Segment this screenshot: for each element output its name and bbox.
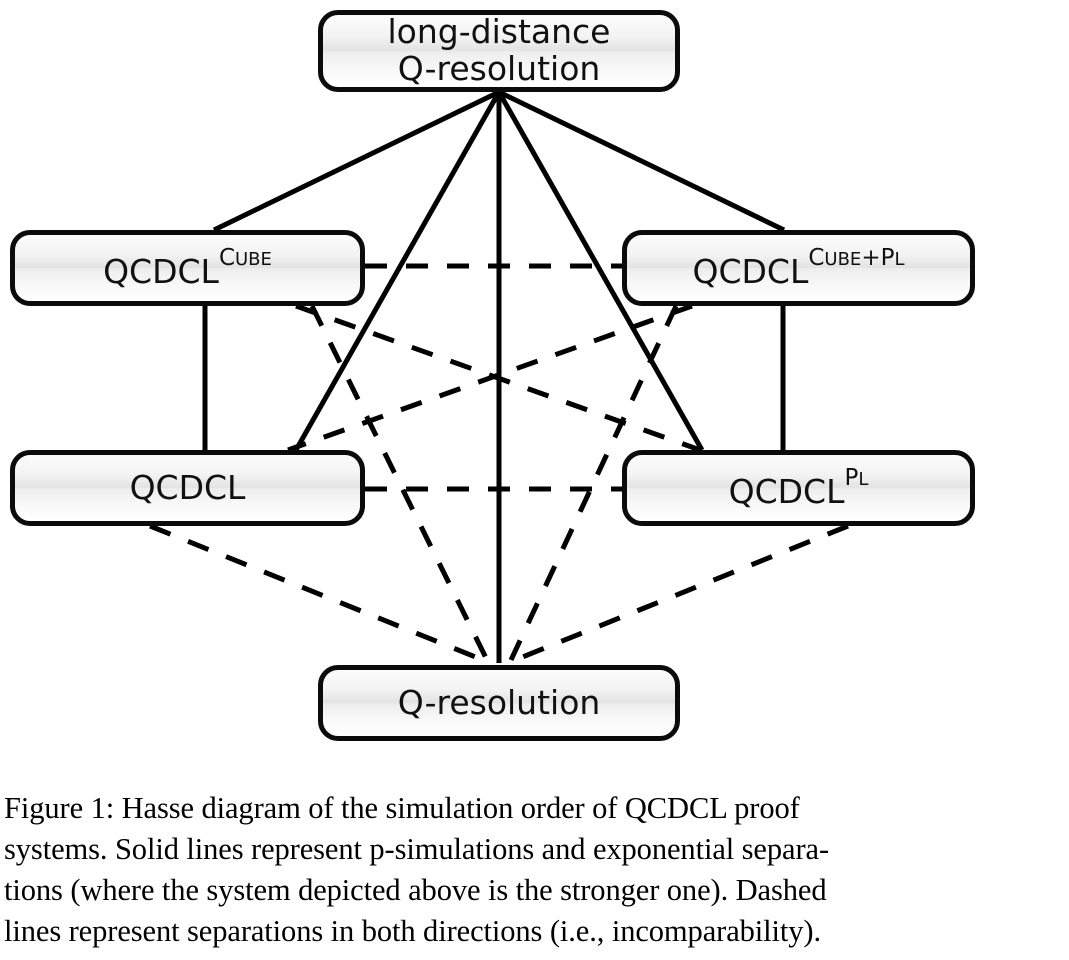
sup-smallcaps: L — [858, 469, 869, 491]
edge-solid-top-to-cubepl — [497, 89, 786, 233]
edge-solid-top-to-cube — [212, 89, 501, 233]
node-label-base: QCDCL — [129, 468, 246, 508]
node-label-line1: long-distance — [387, 12, 611, 52]
node-label-base: Q-resolution — [397, 683, 601, 723]
node-label: QCDCLPL — [729, 466, 869, 510]
caption-line-4: lines represent separations in both dire… — [4, 914, 822, 948]
edge-dashed-cubepl-to-qcdcl — [287, 303, 693, 453]
node-label: Q-resolution — [398, 685, 601, 721]
sup-smallcaps: UBE — [824, 249, 862, 271]
node-qcdcl-cube-pl[interactable]: QCDCLCUBE+PL — [622, 230, 975, 306]
sup-initial-2: P — [880, 245, 895, 272]
edge-dashed-pl-to-qresolution — [519, 523, 849, 661]
node-label: QCDCLCUBE+PL — [692, 246, 904, 290]
node-label-line2: Q-resolution — [397, 49, 601, 88]
sup-smallcaps: UBE — [235, 249, 272, 271]
node-label-superscript: CUBE+PL — [808, 245, 904, 271]
sup-smallcaps-2: L — [894, 249, 905, 271]
edge-dashed-qcdcl-to-qresolution — [149, 523, 479, 661]
caption-line-2: systems. Solid lines represent p-simulat… — [4, 832, 829, 866]
caption-line-1: Figure 1: Hasse diagram of the simulatio… — [4, 791, 800, 825]
sup-initial: C — [808, 245, 825, 272]
node-qcdcl-pl[interactable]: QCDCLPL — [622, 450, 975, 526]
node-qcdcl-cube[interactable]: QCDCLCUBE — [10, 230, 365, 306]
figure-caption: Figure 1: Hasse diagram of the simulatio… — [0, 788, 1069, 952]
node-label-superscript: PL — [844, 465, 868, 491]
node-q-resolution[interactable]: Q-resolution — [318, 665, 680, 741]
sup-initial: P — [844, 465, 859, 492]
node-label: QCDCL — [130, 470, 246, 506]
node-label: QCDCLCUBE — [103, 246, 272, 290]
edge-dashed-cube-to-qresolution — [309, 304, 490, 662]
sup-initial: C — [218, 245, 235, 272]
node-label-base: QCDCL — [103, 252, 219, 292]
node-label-superscript: CUBE — [219, 245, 272, 271]
node-label-base: QCDCL — [728, 472, 845, 512]
node-qcdcl[interactable]: QCDCL — [10, 450, 365, 526]
caption-line-3: tions (where the system depicted above i… — [4, 873, 827, 907]
diagram-edges — [149, 89, 849, 780]
edge-dashed-cube-to-pl — [295, 303, 701, 453]
node-label-base: QCDCL — [692, 252, 809, 292]
sup-plus: + — [861, 245, 881, 272]
edge-solid-top-to-qcdcl — [293, 90, 502, 452]
edge-solid-top-to-pl — [496, 90, 705, 452]
